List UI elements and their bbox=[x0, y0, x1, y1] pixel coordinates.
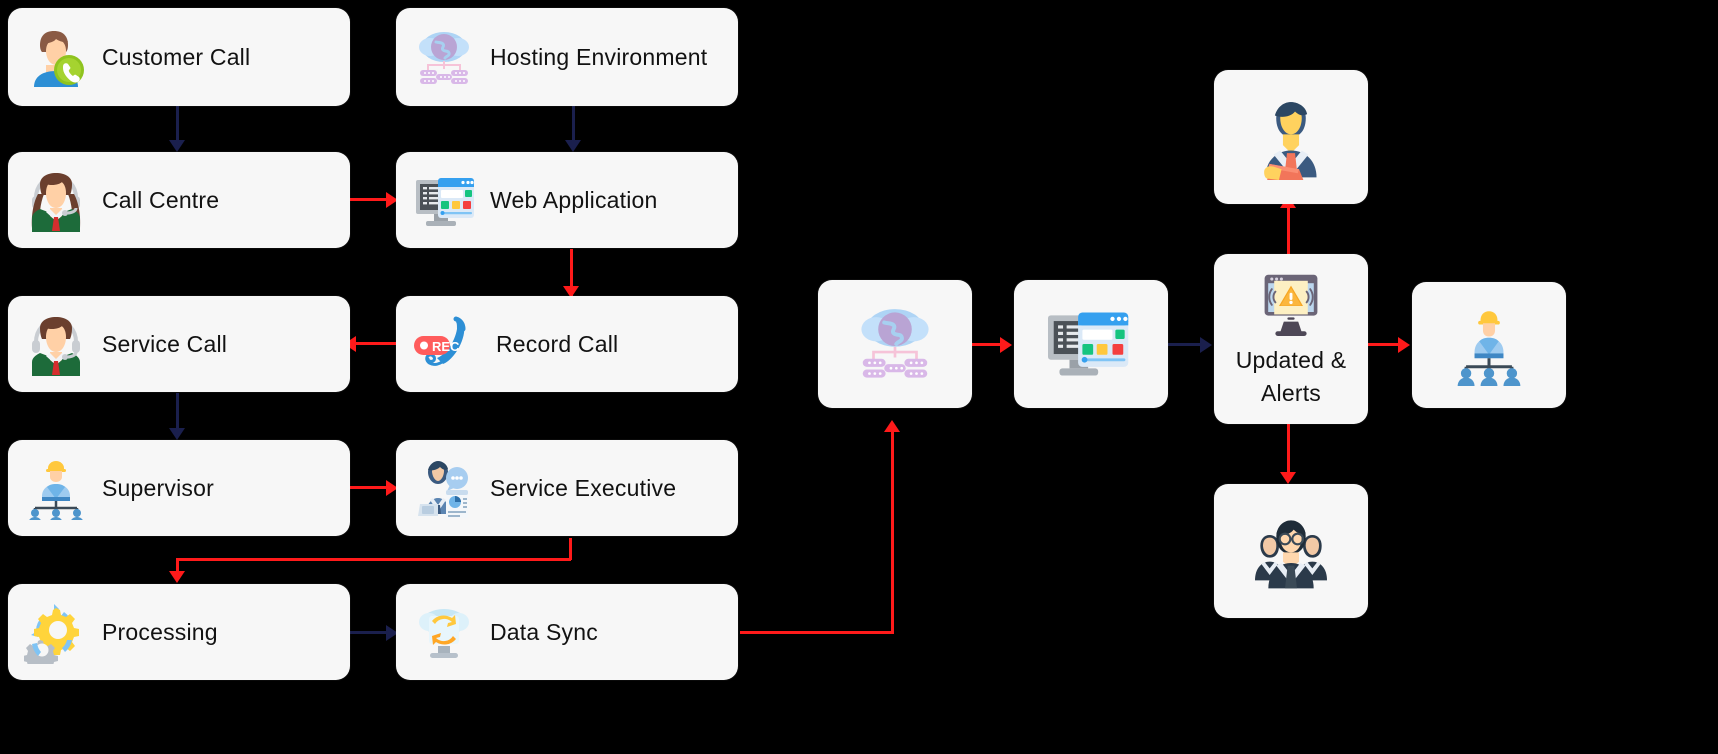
node-service-call[interactable]: Service Call bbox=[8, 296, 350, 392]
arrowhead-down bbox=[169, 140, 185, 152]
node-service-executive[interactable]: Service Executive bbox=[396, 440, 738, 536]
arrowhead-down bbox=[169, 571, 185, 583]
node-label: Web Application bbox=[490, 186, 658, 213]
node-supervisor[interactable]: Supervisor bbox=[8, 440, 350, 536]
node-call-centre[interactable]: Call Centre bbox=[8, 152, 350, 248]
alert-monitor-icon bbox=[1252, 270, 1330, 342]
node-label: Service Executive bbox=[490, 474, 677, 501]
arrowhead-down bbox=[1280, 472, 1296, 484]
edge-record-call-to-service-call bbox=[352, 342, 396, 345]
cloud-network-icon bbox=[412, 25, 476, 89]
node-customer-call[interactable]: Customer Call bbox=[8, 8, 350, 106]
edge-hosting-to-web-application bbox=[572, 106, 575, 146]
edge-service-executive-to-processing bbox=[176, 558, 571, 561]
manager-tablet-icon bbox=[1248, 94, 1334, 180]
edge-data-sync-right bbox=[740, 631, 894, 634]
node-label: Record Call bbox=[496, 330, 619, 357]
edge-updated-alerts-to-team bbox=[1287, 424, 1290, 480]
edge-service-executive-down bbox=[569, 538, 572, 560]
node-updated-alerts[interactable]: Updated & Alerts bbox=[1214, 254, 1368, 424]
node-label: Data Sync bbox=[490, 618, 598, 645]
edge-cloud-hub-to-server-console bbox=[972, 343, 1008, 346]
node-cloud-hub[interactable] bbox=[818, 280, 972, 408]
arrowhead-down bbox=[563, 286, 579, 298]
node-label: Hosting Environment bbox=[490, 43, 708, 70]
record-handset-icon: REC bbox=[412, 312, 482, 376]
arrowhead-down bbox=[565, 140, 581, 152]
edge-supervisor-to-service-executive bbox=[350, 486, 394, 489]
node-label: Service Call bbox=[102, 330, 228, 357]
arrowhead-right bbox=[1000, 337, 1012, 353]
org-chart-supervisor-icon bbox=[24, 456, 88, 520]
node-team[interactable] bbox=[1214, 484, 1368, 618]
arrowhead-up bbox=[884, 420, 900, 432]
svg-text:REC: REC bbox=[432, 339, 460, 354]
node-label-line-1: Updated & bbox=[1235, 347, 1347, 374]
node-server-console[interactable] bbox=[1014, 280, 1168, 408]
edge-processing-to-data-sync bbox=[350, 631, 394, 634]
edge-updated-alerts-to-manager bbox=[1287, 204, 1290, 260]
headset-agent-icon bbox=[24, 168, 88, 232]
node-label-line-2: Alerts bbox=[1261, 380, 1321, 406]
arrowhead-down bbox=[169, 428, 185, 440]
cloud-network-icon bbox=[852, 301, 938, 387]
arrowhead-right bbox=[1398, 337, 1410, 353]
node-label: Call Centre bbox=[102, 186, 220, 213]
node-label: Processing bbox=[102, 618, 218, 645]
executive-report-icon bbox=[412, 456, 476, 520]
edge-processing-drop bbox=[176, 558, 179, 577]
edge-server-console-to-updated-alerts bbox=[1168, 343, 1208, 346]
edge-service-call-to-supervisor bbox=[176, 393, 179, 433]
business-team-icon bbox=[1248, 511, 1334, 591]
headset-agent-icon bbox=[24, 312, 88, 376]
edge-customer-call-to-call-centre bbox=[176, 106, 179, 146]
edge-data-sync-to-cloud-hub bbox=[891, 432, 894, 633]
arrowhead-right bbox=[386, 625, 398, 641]
arrowhead-right bbox=[386, 192, 398, 208]
node-org-chart[interactable] bbox=[1412, 282, 1566, 408]
cloud-sync-icon bbox=[412, 600, 476, 664]
desktop-dashboard-icon bbox=[412, 168, 476, 232]
edge-web-application-to-record-call bbox=[570, 249, 573, 296]
org-chart-supervisor-icon bbox=[1448, 304, 1530, 386]
node-manager[interactable] bbox=[1214, 70, 1368, 204]
edge-call-centre-to-web-application bbox=[350, 198, 394, 201]
node-data-sync[interactable]: Data Sync bbox=[396, 584, 738, 680]
node-processing[interactable]: Processing bbox=[8, 584, 350, 680]
node-hosting-environment[interactable]: Hosting Environment bbox=[396, 8, 738, 106]
arrowhead-right bbox=[1200, 337, 1212, 353]
node-web-application[interactable]: Web Application bbox=[396, 152, 738, 248]
customer-with-phone-icon bbox=[24, 25, 88, 89]
arrowhead-right bbox=[386, 480, 398, 496]
desktop-dashboard-icon bbox=[1045, 301, 1137, 387]
node-record-call[interactable]: REC Record Call bbox=[396, 296, 738, 392]
gears-processing-icon bbox=[24, 600, 88, 664]
edge-updated-alerts-to-org-chart bbox=[1368, 343, 1406, 346]
node-label: Supervisor bbox=[102, 474, 214, 501]
node-label: Customer Call bbox=[102, 43, 251, 70]
